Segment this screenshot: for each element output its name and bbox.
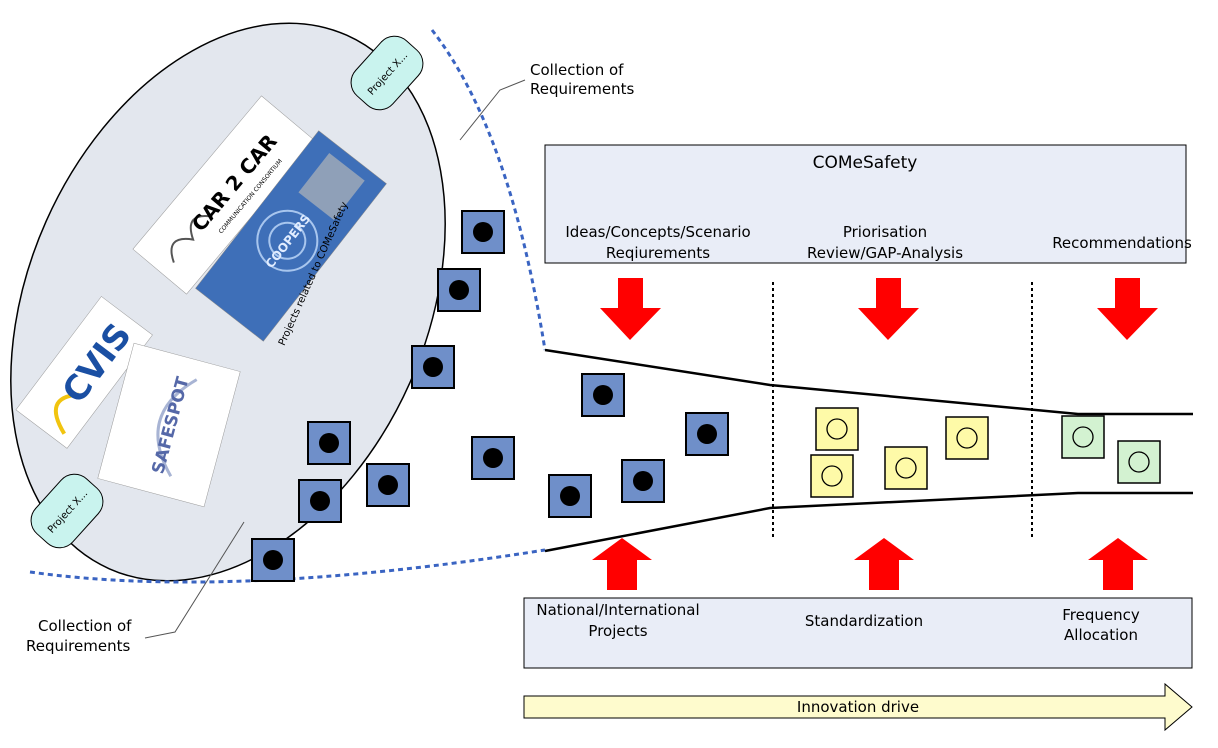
comesafety-col3-line1: Recommendations [1052,234,1192,252]
bottom-col3-line2: Allocation [1064,626,1138,644]
coopers-logo: COOPERS [195,130,387,342]
arrow-up-3 [1088,538,1148,590]
bottom-col2-line1: Standardization [805,612,923,630]
projects-ellipse: Project X... Project X... CAR 2 CAR COMM… [10,22,446,582]
bottom-col3-line1: Frequency [1062,606,1140,624]
bottom-col1-line1: National/International [536,601,699,619]
blue-square [581,373,625,417]
comesafety-col1-line1: Ideas/Concepts/Scenario [565,223,750,241]
arrow-up-2 [854,538,914,590]
callout-bottom-line2: Requirements [26,637,130,655]
blue-square [251,538,295,582]
yellow-squares [810,407,989,498]
arrow-down-2 [858,278,919,340]
project-pill-bottom: Project X... [30,473,104,549]
green-square [1061,415,1105,459]
safespot-logo: SAFESPOT [97,342,241,508]
project-pill-top: Project X... [350,35,424,111]
callout-top-line1: Collection of [530,61,624,79]
comesafety-box: COMeSafety Ideas/Concepts/Scenario Reqiu… [544,144,1192,264]
dotted-boundary-top [430,29,547,351]
blue-square [298,479,342,523]
blue-square [621,459,665,503]
blue-square [366,463,410,507]
arrow-down-1 [600,278,661,340]
innovation-label: Innovation drive [797,698,919,716]
funnel [544,282,1193,553]
green-squares [1061,415,1161,484]
blue-square [437,268,481,312]
yellow-square [810,454,854,498]
yellow-square [815,407,859,451]
yellow-square [884,446,928,490]
blue-square [411,345,455,389]
yellow-square [945,416,989,460]
comesafety-col2-line1: Priorisation [843,223,927,241]
comesafety-col1-line2: Reqiurements [606,244,710,262]
blue-project-squares [251,210,729,582]
green-square [1117,440,1161,484]
callout-bottom-line1: Collection of [38,617,132,635]
bottom-box: National/International Projects Standard… [523,597,1193,669]
comesafety-col2-line2: Review/GAP-Analysis [807,244,963,262]
blue-square [471,436,515,480]
arrow-up-1 [592,538,652,590]
blue-square [685,412,729,456]
callout-bottom: Collection of Requirements [26,521,245,655]
comesafety-title: COMeSafety [813,153,918,173]
bottom-col1-line2: Projects [588,622,647,640]
arrow-down-3 [1097,278,1158,340]
callout-top: Collection of Requirements [459,61,634,141]
innovation-arrow: Innovation drive [523,682,1193,732]
blue-square [461,210,505,254]
blue-square [548,474,592,518]
callout-top-line2: Requirements [530,80,634,98]
blue-square [307,421,351,465]
